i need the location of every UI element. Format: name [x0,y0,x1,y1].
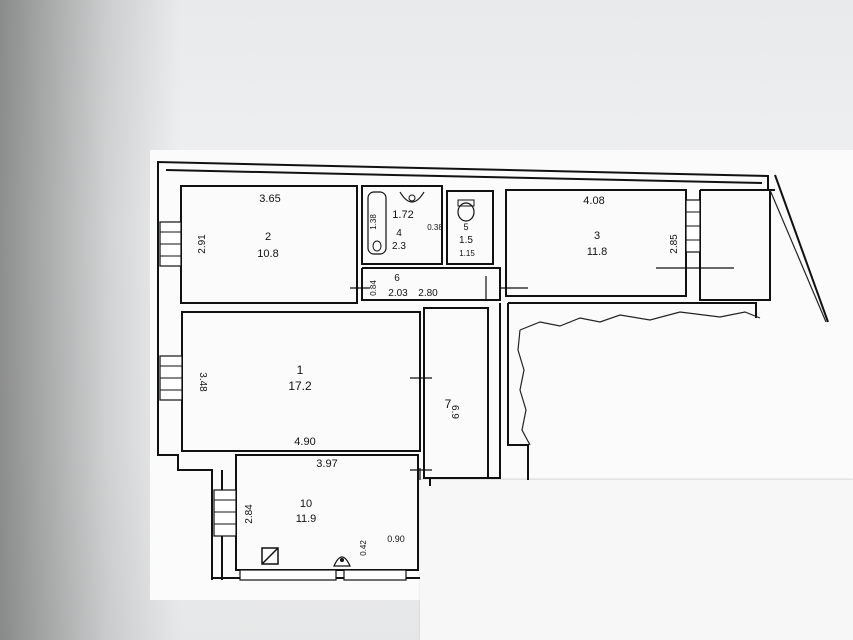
stove-icon [261,547,279,565]
room-2-area: 10.8 [257,248,278,260]
room-6-dim-a: 0.84 [369,280,378,296]
room-4-outline [361,185,443,265]
room-1-height: 3.48 [197,372,208,392]
room-5-side: 0.38 [427,223,443,232]
room-4-height: 1.38 [369,214,378,230]
room-7-area: 6.9 [449,405,460,419]
room-4-width: 1.72 [392,209,413,221]
window-bottom [239,569,407,581]
room-3-width: 4.08 [583,195,604,207]
sink-icon [399,191,425,203]
room-3-area: 11.8 [587,246,608,258]
window-left-top [159,221,182,267]
room-10-area: 11.9 [296,513,317,525]
room-10-height: 2.84 [244,504,255,524]
kitchen-sink-icon [333,556,351,567]
room-10-number: 10 [300,498,312,510]
toilet-icon [457,199,475,222]
room-1-area: 17.2 [288,379,312,393]
room-4-number: 4 [396,228,402,239]
room-3-height: 2.85 [669,234,680,254]
torn-edge [519,311,761,331]
room-5-side2: 1.15 [459,249,475,258]
balcony-outline [699,189,771,301]
room-10-dim-b: 0.90 [387,534,405,544]
room-10-width: 3.97 [316,458,337,470]
room-3-number: 3 [594,230,600,242]
room-1-width: 4.90 [294,436,315,448]
bottom-paper [420,480,853,640]
room-10-dim-a: 0.42 [359,540,368,556]
room-2-width: 3.65 [259,193,280,205]
window-left-middle [159,355,183,401]
room-5-number: 5 [463,222,468,232]
room-10-outline [235,454,419,571]
room-1-number: 1 [297,363,304,377]
room-6-number: 6 [394,273,400,284]
room-6-dim-b: 2.03 [388,288,408,299]
corridor-6-outline [361,267,501,301]
room-5-outline [446,190,494,265]
room-7-number: 7 [445,397,452,411]
room-6-dim-c: 2.80 [418,288,438,299]
room-4-area: 2.3 [392,241,406,252]
room-2-height: 2.91 [197,234,208,254]
bathtub-icon [367,191,387,255]
room-5-area: 1.5 [459,235,473,246]
window-left-bottom [213,489,237,537]
window-right [685,199,701,253]
room-2-number: 2 [265,231,271,243]
room-7-outline [423,307,489,479]
door-marks [350,267,734,480]
